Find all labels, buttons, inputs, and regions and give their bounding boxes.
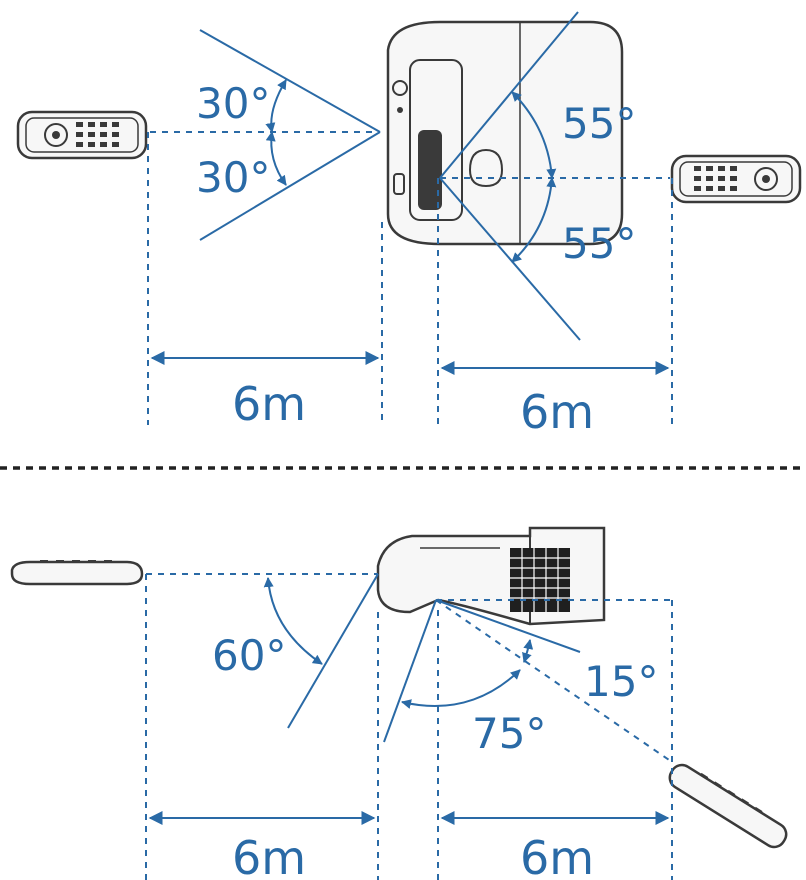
angle-label-left-upper: 30° xyxy=(196,79,270,128)
angle-label-right-upper: 55° xyxy=(562,99,636,148)
remote-control-side-right-icon xyxy=(668,763,788,849)
distance-label-side-left: 6m xyxy=(232,831,306,880)
top-view: 30° 30° 55° 55° xyxy=(16,11,802,439)
projector-side-view-icon xyxy=(376,526,606,626)
distance-label-top-right: 6m xyxy=(520,385,594,439)
angle-label-side-lower: 75° xyxy=(472,709,546,758)
side-view: 60° 15° 75° 6m 6m xyxy=(10,526,788,880)
angle-label-right-lower: 55° xyxy=(562,219,636,268)
remote-control-left-icon xyxy=(16,110,148,160)
distance-label-top-left: 6m xyxy=(232,377,306,431)
distance-label-side-right: 6m xyxy=(520,831,594,880)
remote-control-right-icon xyxy=(670,154,802,204)
angle-label-side-upper: 60° xyxy=(212,631,286,680)
angle-label-side-small: 15° xyxy=(584,657,658,706)
angle-label-left-lower: 30° xyxy=(196,153,270,202)
remote-control-side-left-icon xyxy=(10,560,144,586)
